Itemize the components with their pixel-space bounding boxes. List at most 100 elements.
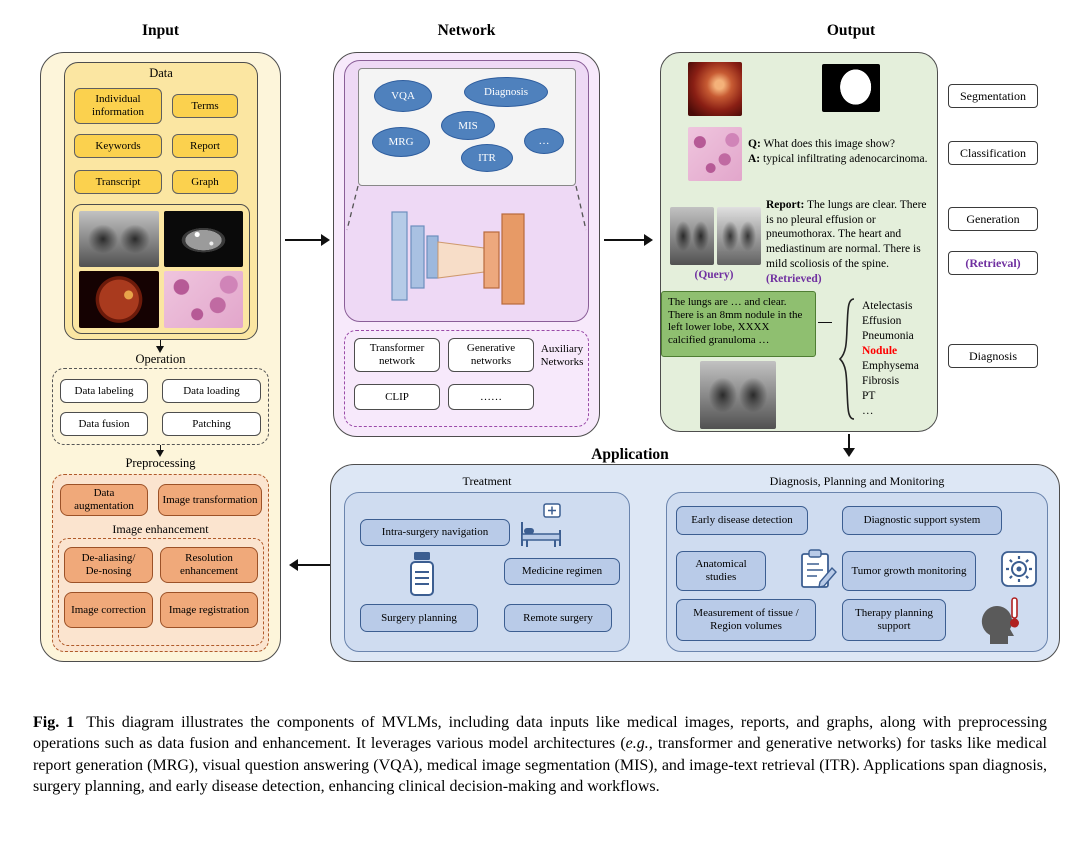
retrieved-label: (Retrieved) <box>766 272 822 285</box>
settings-gear-icon <box>1001 551 1037 587</box>
operation-label: Operation <box>135 352 186 366</box>
data-item-terms: Terms <box>172 94 238 118</box>
operation-group-box <box>52 368 269 445</box>
histology-image <box>164 271 243 328</box>
aux-clip: CLIP <box>354 384 440 410</box>
arrow-report-to-findings <box>818 322 832 323</box>
caption-emphasis: e.g., <box>625 735 653 753</box>
qa-q-text: What does this image show? <box>760 138 896 150</box>
arrow-operation-to-preprocessing <box>156 445 164 457</box>
retrieved-report-box: The lungs are … and clear. There is an 8… <box>661 291 816 357</box>
app-diagnostic-support-system: Diagnostic support system <box>842 506 1002 535</box>
enh-de-aliasing: De-aliasing/ De-nosing <box>64 547 153 583</box>
task-ellipse-itr: ITR <box>461 144 513 172</box>
curly-brace <box>838 298 855 420</box>
query-xray-1 <box>670 207 714 265</box>
operation-data-loading: Data loading <box>162 379 261 403</box>
image-enhancement-box <box>58 538 264 646</box>
data-item-report: Report <box>172 134 238 158</box>
network-architecture-graphic <box>346 185 587 305</box>
operation-patching: Patching <box>162 412 261 436</box>
enh-resolution-enhancement: Resolution enhancement <box>160 547 258 583</box>
operation-data-labeling: Data labeling <box>60 379 148 403</box>
data-item-graph: Graph <box>172 170 238 194</box>
task-ellipse-vqa: VQA <box>374 80 432 112</box>
arrow-output-to-application <box>843 434 855 457</box>
arrow-network-to-output <box>604 234 653 246</box>
output-label-retrieval: (Retrieval) <box>948 251 1038 275</box>
app-early-disease-detection: Early disease detection <box>676 506 808 535</box>
app-tumor-growth-monitoring: Tumor growth monitoring <box>842 551 976 591</box>
planning-clipboard-icon <box>801 549 837 588</box>
task-ellipse-mis: MIS <box>441 111 495 140</box>
app-surgery-planning: Surgery planning <box>360 604 478 632</box>
ct-scan-image <box>164 211 243 267</box>
finding-pneumonia: Pneumonia <box>862 330 914 342</box>
operation-data-fusion: Data fusion <box>60 412 148 436</box>
segmentation-mask-image <box>822 64 880 112</box>
finding-pt: PT <box>862 390 876 402</box>
retrieved-xray-image <box>700 361 776 429</box>
data-item-individual-information: Individual information <box>74 88 162 124</box>
auxiliary-networks-label: Auxiliary Networks <box>540 343 584 368</box>
app-medicine-regimen: Medicine regimen <box>504 558 620 585</box>
enh-image-correction: Image correction <box>64 592 153 628</box>
report-label: Report: <box>766 199 805 211</box>
output-label-generation: Generation <box>948 207 1038 231</box>
data-item-keywords: Keywords <box>74 134 162 158</box>
preprocessing-label: Preprocessing <box>125 456 196 470</box>
finding-atelectasis: Atelectasis <box>862 300 913 312</box>
auxiliary-networks-box <box>344 330 589 427</box>
app-therapy-planning-support: Therapy planning support <box>842 599 946 641</box>
output-label-diagnosis: Diagnosis <box>948 344 1038 368</box>
finding-fibrosis: Fibrosis <box>862 375 900 387</box>
hospital-bed-icon <box>521 503 561 547</box>
output-label-classification: Classification <box>948 141 1038 165</box>
app-intra-surgery-navigation: Intra-surgery navigation <box>360 519 510 546</box>
treatment-label: Treatment <box>462 474 512 488</box>
fundus-image <box>79 271 159 328</box>
output-title: Output <box>826 22 876 39</box>
data-group-label: Data <box>149 66 173 80</box>
finding-emphysema: Emphysema <box>862 360 919 372</box>
query-label: (Query) <box>694 269 734 281</box>
caption-fig-label: Fig. 1 <box>33 714 75 731</box>
endoscopy-image <box>688 62 742 116</box>
app-remote-surgery: Remote surgery <box>504 604 612 632</box>
output-label-segmentation: Segmentation <box>948 84 1038 108</box>
data-item-transcript: Transcript <box>74 170 162 194</box>
application-title: Application <box>591 446 669 463</box>
finding-more: … <box>862 405 874 417</box>
arrow-data-to-operation <box>156 340 164 353</box>
finding-effusion: Effusion <box>862 315 902 327</box>
caption-body-2: transformer and generative networks) for… <box>33 735 1048 795</box>
task-ellipse-more: … <box>524 128 564 154</box>
aux-generative-networks: Generative networks <box>448 338 534 372</box>
finding-nodule: Nodule <box>862 345 898 357</box>
task-ellipse-mrg: MRG <box>372 127 430 157</box>
diagnosis-planning-label: Diagnosis, Planning and Monitoring <box>769 474 945 488</box>
qa-text: Q: What does this image show? A: typical… <box>748 137 934 166</box>
app-anatomical-studies: Anatomical studies <box>676 551 766 591</box>
task-ellipse-diagnosis: Diagnosis <box>464 77 548 107</box>
report-body: The lungs are clear. There is no pleural… <box>766 199 927 270</box>
enh-image-registration: Image registration <box>160 592 258 628</box>
aux-transformer-network: Transformer network <box>354 338 440 372</box>
preproc-image-transformation: Image transformation <box>158 484 262 516</box>
arrow-input-to-network <box>285 234 330 246</box>
image-enhancement-label: Image enhancement <box>112 522 209 536</box>
patient-thermometer-icon <box>981 597 1019 644</box>
arrow-application-to-input <box>289 559 330 571</box>
app-measurement-tissue-volumes: Measurement of tissue / Region volumes <box>676 599 816 641</box>
qa-a-text: typical infiltrating adenocarcinoma. <box>760 152 928 165</box>
aux-more: …… <box>448 384 534 410</box>
qa-q-label: Q: <box>748 138 761 150</box>
medicine-bottle-icon <box>410 552 434 596</box>
caption-body-1: This diagram illustrates the components … <box>33 714 1047 753</box>
report-text: Report: The lungs are clear. There is no… <box>766 198 936 286</box>
histology-query-image <box>688 127 742 181</box>
network-title: Network <box>437 22 496 39</box>
preproc-data-augmentation: Data augmentation <box>60 484 148 516</box>
